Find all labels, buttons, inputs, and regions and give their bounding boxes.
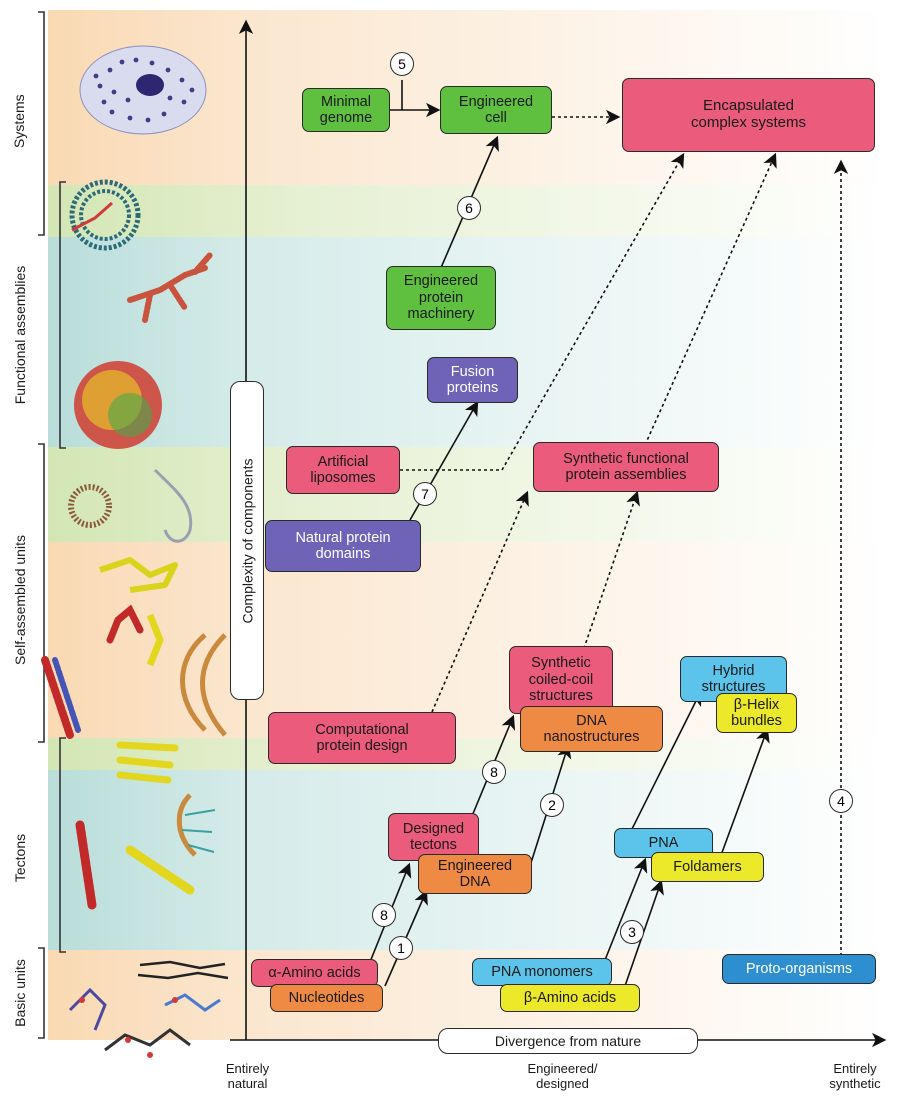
- node-encapsulated-complex-systems: Encapsulated complex systems: [622, 78, 875, 152]
- molecular-illustrations: [41, 45, 229, 1058]
- node-foldamers: Foldamers: [651, 852, 764, 882]
- node-minimal-genome: Minimal genome: [302, 88, 390, 132]
- node-engineered-protein-machinery: Engineered protein machinery: [386, 266, 496, 330]
- node-natural-protein-domains: Natural protein domains: [265, 520, 421, 572]
- y-axis-label: Complexity of components: [239, 458, 255, 623]
- node-designed-tectons: Designed tectons: [388, 813, 479, 861]
- level-brackets: [38, 11, 66, 1039]
- x-tick-engineered: Engineered/ designed: [527, 1061, 598, 1091]
- step-number-8-lower: 8: [372, 903, 396, 927]
- node-beta-helix-bundles: β-Helix bundles: [716, 693, 797, 733]
- x-axis-label: Divergence from nature: [438, 1028, 698, 1054]
- node-dna-nanostructures: DNA nanostructures: [520, 706, 663, 752]
- step-number-6: 6: [457, 196, 481, 220]
- node-synthetic-functional-protein-assemblies: Synthetic functional protein assemblies: [533, 442, 719, 492]
- step-number-8-upper: 8: [482, 760, 506, 784]
- node-pna-monomers: PNA monomers: [472, 958, 612, 986]
- step-number-4: 4: [829, 789, 853, 813]
- node-engineered-cell: Engineered cell: [440, 86, 552, 134]
- level-label-systems: Systems: [11, 94, 27, 148]
- level-label-basic-units: Basic units: [12, 959, 28, 1027]
- functional-overlap-band: [48, 447, 888, 542]
- level-label-self-assembled-units: Self-assembled units: [12, 535, 28, 665]
- node-proto-organisms: Proto-organisms: [722, 954, 876, 984]
- node-engineered-dna: Engineered DNA: [418, 854, 532, 894]
- node-artificial-liposomes: Artificial liposomes: [286, 446, 400, 494]
- node-synthetic-coiled-coil-structures: Synthetic coiled-coil structures: [509, 646, 613, 714]
- node-alpha-amino-acids: α-Amino acids: [251, 959, 378, 987]
- node-computational-protein-design: Computational protein design: [268, 712, 456, 764]
- dotted-arrows: [400, 109, 849, 956]
- level-label-functional-assemblies: Functional assemblies: [12, 265, 28, 405]
- y-axis-label-pill: Complexity of components: [230, 381, 264, 700]
- step-number-5: 5: [390, 52, 414, 76]
- self-assembled-overlap-band: [48, 738, 888, 770]
- step-number-7: 7: [413, 482, 437, 506]
- x-tick-synthetic: Entirely synthetic: [829, 1061, 881, 1091]
- node-fusion-proteins: Fusion proteins: [427, 357, 518, 403]
- node-beta-amino-acids: β-Amino acids: [500, 984, 640, 1012]
- step-number-3: 3: [620, 920, 644, 944]
- level-label-tectons: Tectons: [12, 833, 28, 883]
- step-number-1: 1: [389, 936, 413, 960]
- x-tick-natural: Entirely natural: [225, 1061, 270, 1091]
- node-nucleotides: Nucleotides: [270, 984, 383, 1012]
- step-number-2: 2: [540, 793, 564, 817]
